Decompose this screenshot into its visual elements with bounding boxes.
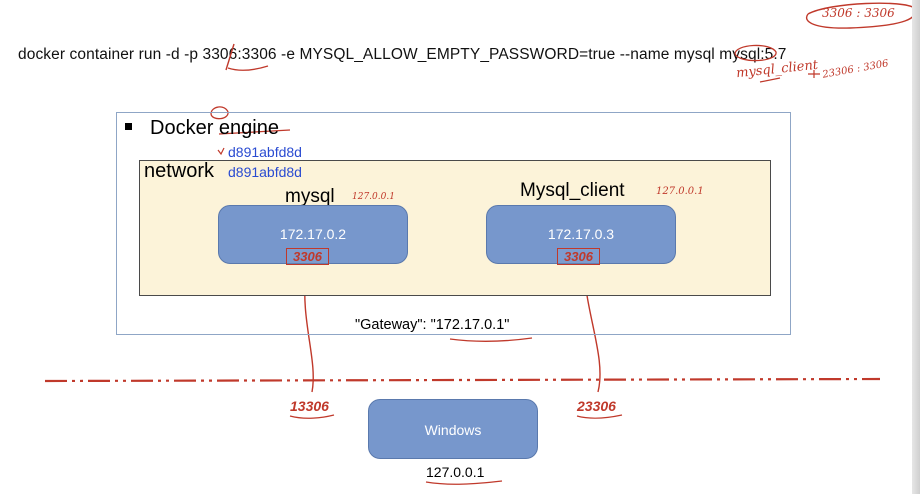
loopback-underline-mark bbox=[425, 480, 503, 485]
plus-mark bbox=[808, 70, 820, 78]
docker-engine-box bbox=[116, 112, 791, 335]
slash-mark bbox=[225, 43, 235, 71]
container-mysql: 172.17.0.2 bbox=[218, 205, 408, 264]
container-client-note: 127.0.0.1 bbox=[656, 186, 704, 197]
container-mysql-port: 3306 bbox=[286, 248, 329, 265]
container-client: 172.17.0.3 bbox=[486, 205, 676, 264]
windows-host-label: Windows bbox=[424, 422, 482, 438]
mysql-circle-mark bbox=[734, 44, 777, 62]
check-mark bbox=[217, 147, 225, 156]
host-ip: 127.0.0.1 bbox=[426, 464, 485, 480]
boundary-line bbox=[44, 377, 881, 383]
network-label: network bbox=[144, 160, 215, 182]
engine-title: Docker engine bbox=[125, 117, 279, 140]
host-port-right: 23306 bbox=[577, 398, 616, 414]
gateway-underline-mark bbox=[449, 337, 533, 342]
container-client-ip: 172.17.0.3 bbox=[547, 226, 615, 242]
container-client-port: 3306 bbox=[557, 248, 600, 265]
bullet-icon bbox=[125, 123, 132, 131]
gateway-label: "Gateway": "172.17.0.1" bbox=[355, 317, 510, 333]
underline-mark bbox=[227, 65, 269, 71]
host-port-left: 13306 bbox=[290, 398, 329, 414]
container-name-mysql: mysql bbox=[285, 186, 335, 207]
windows-host-box: Windows bbox=[368, 399, 538, 459]
engine-title-text: Docker engine bbox=[150, 117, 279, 139]
network-id-2: d891abfd8d bbox=[228, 164, 302, 180]
network-id-1: d891abfd8d bbox=[228, 144, 302, 160]
ports-circle-mark bbox=[805, 2, 916, 29]
annotation-ports: 3306 : 3306 bbox=[822, 6, 895, 20]
engine-strike-mark bbox=[218, 129, 291, 135]
container-name-client: Mysql_client bbox=[520, 180, 625, 201]
docker-command: docker container run -d -p 3306:3306 -e … bbox=[18, 46, 787, 63]
container-mysql-ip: 172.17.0.2 bbox=[279, 226, 347, 242]
container-mysql-note: 127.0.0.1 bbox=[352, 192, 395, 202]
window-edge bbox=[912, 0, 920, 494]
